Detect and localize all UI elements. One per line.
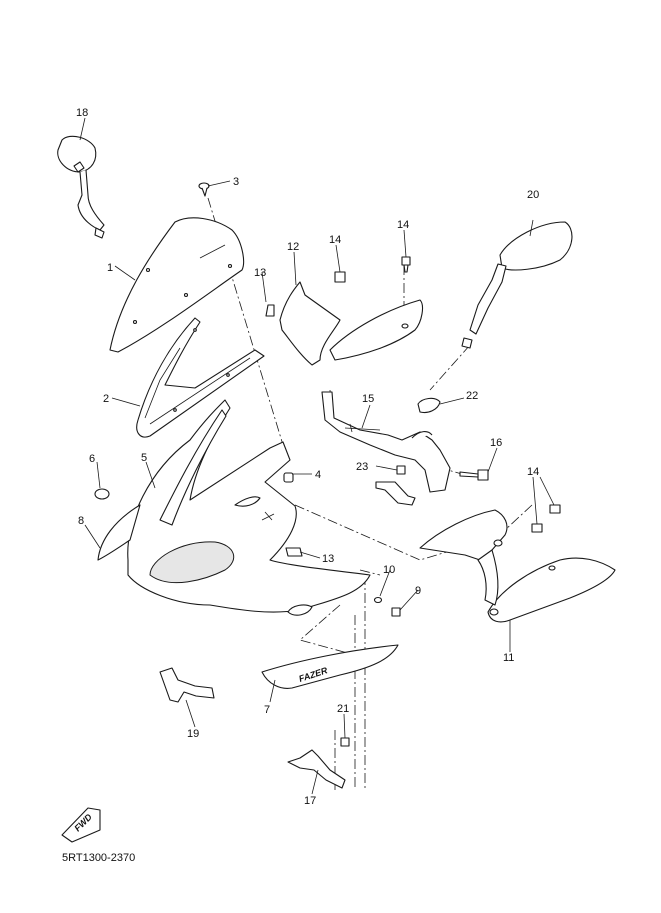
screw-3 xyxy=(198,182,210,197)
grommet-6 xyxy=(94,488,110,500)
callout-13a: 13 xyxy=(254,267,266,279)
callout-4: 4 xyxy=(315,469,321,481)
stay-15 xyxy=(321,391,451,493)
callout-3: 3 xyxy=(233,176,239,188)
side-cowl-right xyxy=(419,509,616,623)
side-panel-top xyxy=(329,299,424,361)
callout-16: 16 xyxy=(490,437,502,449)
inner-panel xyxy=(136,317,265,438)
callout-1: 1 xyxy=(107,262,113,274)
bracket-18 xyxy=(159,667,215,703)
callout-13b: 13 xyxy=(322,553,334,565)
bracket-12 xyxy=(265,281,341,366)
mirror-right xyxy=(461,221,573,349)
callout-12: 12 xyxy=(287,241,299,253)
callout-14a: 14 xyxy=(329,234,341,246)
fasteners-9-10 xyxy=(373,596,401,617)
callout-10: 10 xyxy=(383,564,395,576)
callout-2: 2 xyxy=(103,393,109,405)
callout-labels: 18 3 1 2 6 5 8 4 13 13 12 14 14 20 15 22… xyxy=(76,107,539,807)
callout-21: 18 xyxy=(76,107,88,119)
fwd-arrow: FWD xyxy=(61,807,101,843)
callout-19: 21 xyxy=(337,703,349,715)
bolt-14-top xyxy=(334,256,411,283)
leader-lines xyxy=(79,117,555,795)
callout-14c: 14 xyxy=(527,466,539,478)
callout-11: 11 xyxy=(503,652,514,664)
callout-22: 22 xyxy=(466,390,478,402)
plate-22 xyxy=(417,397,441,414)
front-cowling xyxy=(97,399,371,616)
lower-stay xyxy=(375,481,416,506)
callout-9: 9 xyxy=(415,585,421,597)
bracket-17 xyxy=(287,737,350,789)
callout-18: 19 xyxy=(187,728,199,740)
callout-7: 7 xyxy=(264,704,270,716)
callout-20: 20 xyxy=(527,189,539,201)
bolt-16 xyxy=(459,469,489,481)
callout-15: 15 xyxy=(362,393,374,405)
callout-14b: 14 xyxy=(397,219,409,231)
callout-8: 8 xyxy=(78,515,84,527)
callout-5: 5 xyxy=(141,452,147,464)
callout-23: 23 xyxy=(356,461,368,473)
part-code: 5RT1300-2370 xyxy=(62,852,135,864)
mirror-left xyxy=(57,135,105,239)
callout-6: 6 xyxy=(89,453,95,465)
callout-17: 17 xyxy=(304,795,316,807)
bolt-14-right xyxy=(531,504,561,533)
clip-23 xyxy=(396,465,406,475)
windscreen xyxy=(109,217,245,353)
stripe-decal: FAZER xyxy=(261,644,399,689)
